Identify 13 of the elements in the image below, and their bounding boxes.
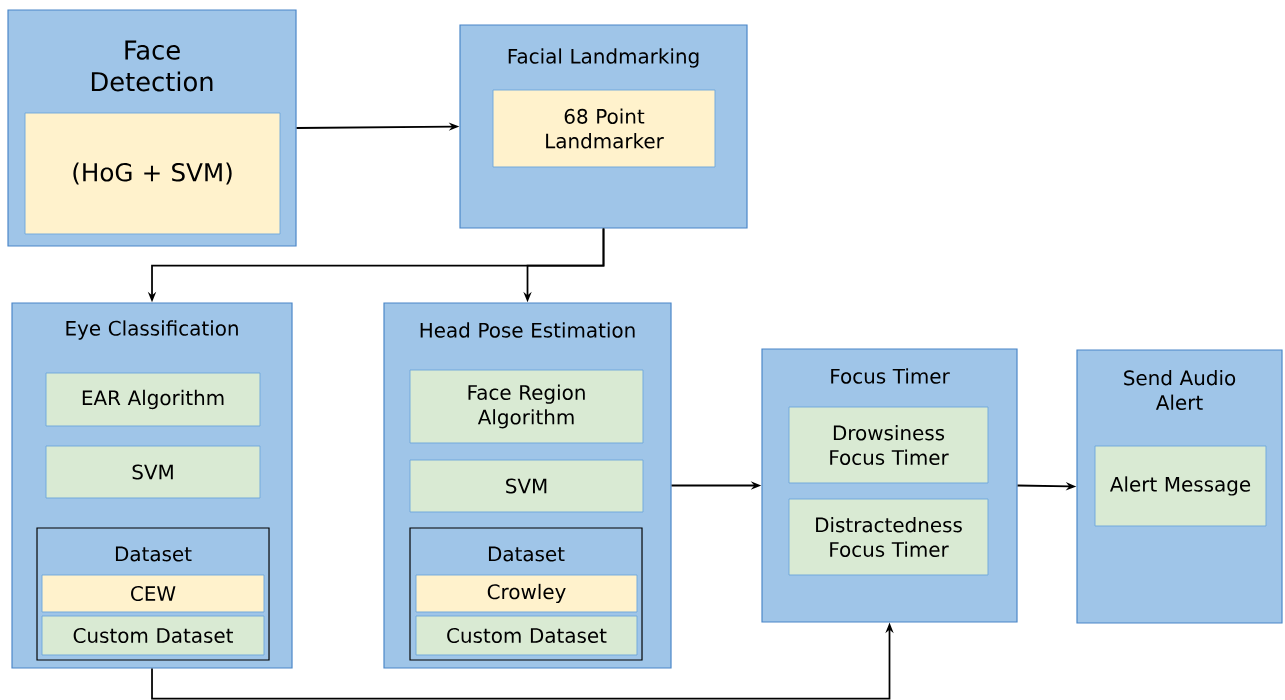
component-box: SVM: [409, 459, 644, 513]
component-box: Alert Message: [1094, 445, 1267, 527]
component-box: Distractedness Focus Timer: [788, 498, 989, 576]
component-box: 68 Point Landmarker: [492, 89, 716, 168]
component-box: EAR Algorithm: [45, 372, 261, 427]
component-box: Custom Dataset: [415, 615, 638, 656]
component-box: (HoG + SVM): [24, 112, 281, 235]
component-box: Face Region Algorithm: [409, 369, 644, 444]
component-box: Drowsiness Focus Timer: [788, 406, 989, 484]
component-box: CEW: [41, 574, 265, 613]
component-box: Custom Dataset: [41, 615, 265, 656]
component-box: SVM: [45, 445, 261, 499]
component-box: Crowley: [415, 574, 638, 613]
